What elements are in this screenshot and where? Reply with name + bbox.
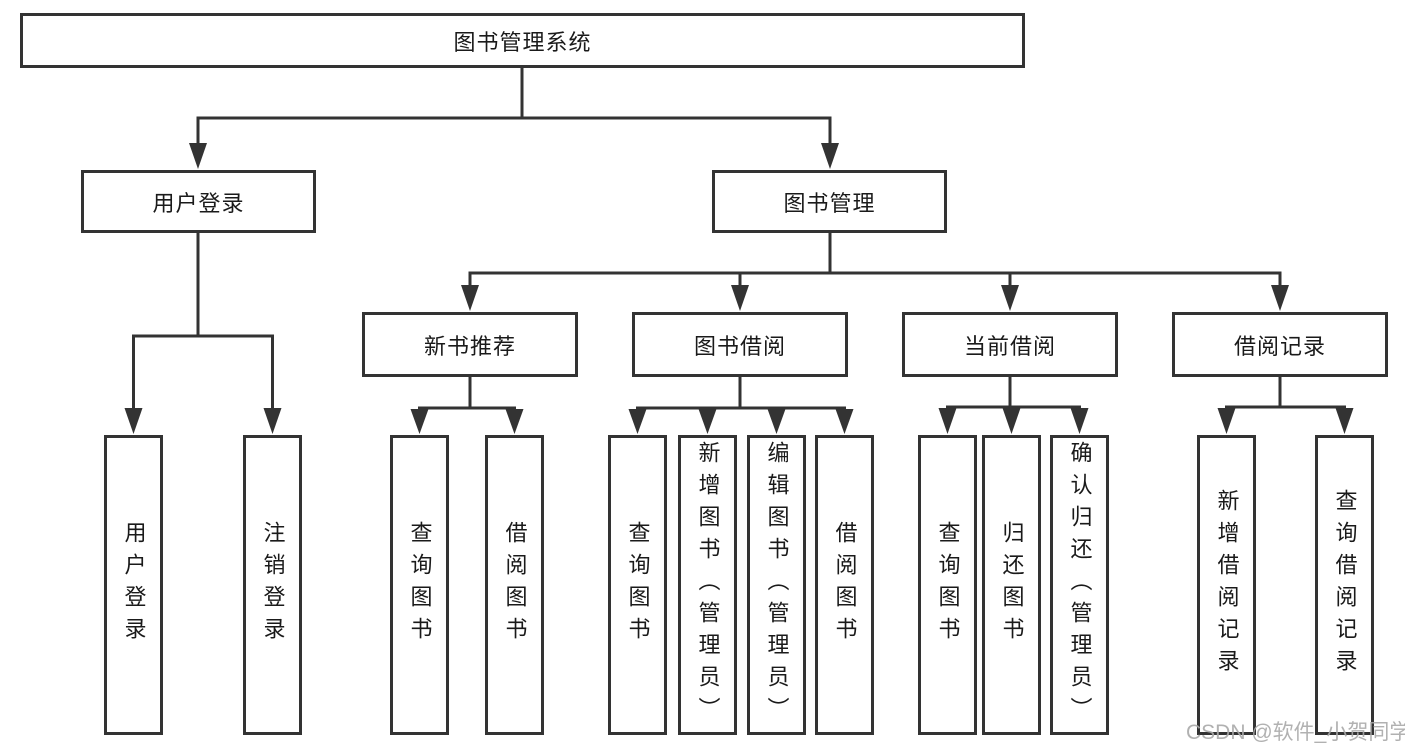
leaf-borrow-books-recommend: 借阅图书 xyxy=(485,435,544,735)
leaf-edit-books-admin: 编辑图书（管理员） xyxy=(747,435,806,735)
node-current-borrowing-label: 当前借阅 xyxy=(963,333,1056,359)
node-root: 图书管理系统 xyxy=(20,13,1025,68)
node-current-borrowing: 当前借阅 xyxy=(902,312,1118,377)
leaf-borrow-books-borrowing-label: 借阅图书 xyxy=(832,521,858,649)
leaf-query-books-recommend-label: 查询图书 xyxy=(407,521,433,649)
node-book-management: 图书管理 xyxy=(712,170,947,233)
node-new-book-recommendation: 新书推荐 xyxy=(362,312,578,377)
leaf-query-borrow-record-label: 查询借阅记录 xyxy=(1332,489,1358,681)
leaf-add-books-admin-label: 新增图书（管理员） xyxy=(695,441,721,729)
leaf-confirm-return-admin-label: 确认归还（管理员） xyxy=(1067,441,1093,729)
leaf-query-books-recommend: 查询图书 xyxy=(390,435,449,735)
leaf-add-books-admin: 新增图书（管理员） xyxy=(678,435,737,735)
leaf-add-borrow-record: 新增借阅记录 xyxy=(1197,435,1256,735)
leaf-query-books-borrowing-label: 查询图书 xyxy=(625,521,651,649)
leaf-logout-login: 注销登录 xyxy=(243,435,302,735)
arrowheads xyxy=(124,143,1354,434)
node-book-management-label: 图书管理 xyxy=(783,190,876,216)
node-book-borrowing-label: 图书借阅 xyxy=(693,333,786,359)
leaf-user-login: 用户登录 xyxy=(104,435,163,735)
node-book-borrowing: 图书借阅 xyxy=(632,312,848,377)
leaf-borrow-books-recommend-label: 借阅图书 xyxy=(502,521,528,649)
leaf-query-borrow-record: 查询借阅记录 xyxy=(1315,435,1374,735)
node-new-book-recommendation-label: 新书推荐 xyxy=(423,333,516,359)
leaf-edit-books-admin-label: 编辑图书（管理员） xyxy=(764,441,790,729)
leaf-user-login-label: 用户登录 xyxy=(121,521,147,649)
node-borrowing-records-label: 借阅记录 xyxy=(1233,333,1326,359)
node-borrowing-records: 借阅记录 xyxy=(1172,312,1388,377)
leaf-confirm-return-admin: 确认归还（管理员） xyxy=(1050,435,1109,735)
leaf-return-books-label: 归还图书 xyxy=(999,521,1025,649)
leaf-query-books-borrowing: 查询图书 xyxy=(608,435,667,735)
node-user-login-label: 用户登录 xyxy=(152,190,245,216)
leaf-query-books-current: 查询图书 xyxy=(918,435,977,735)
leaf-return-books: 归还图书 xyxy=(982,435,1041,735)
leaf-query-books-current-label: 查询图书 xyxy=(935,521,961,649)
leaf-logout-login-label: 注销登录 xyxy=(260,521,286,649)
leaf-borrow-books-borrowing: 借阅图书 xyxy=(815,435,874,735)
node-user-login: 用户登录 xyxy=(81,170,316,233)
csdn-watermark: CSDN @软件_小贺同学 xyxy=(1186,721,1405,744)
leaf-add-borrow-record-label: 新增借阅记录 xyxy=(1214,489,1240,681)
node-root-label: 图书管理系统 xyxy=(453,29,592,55)
